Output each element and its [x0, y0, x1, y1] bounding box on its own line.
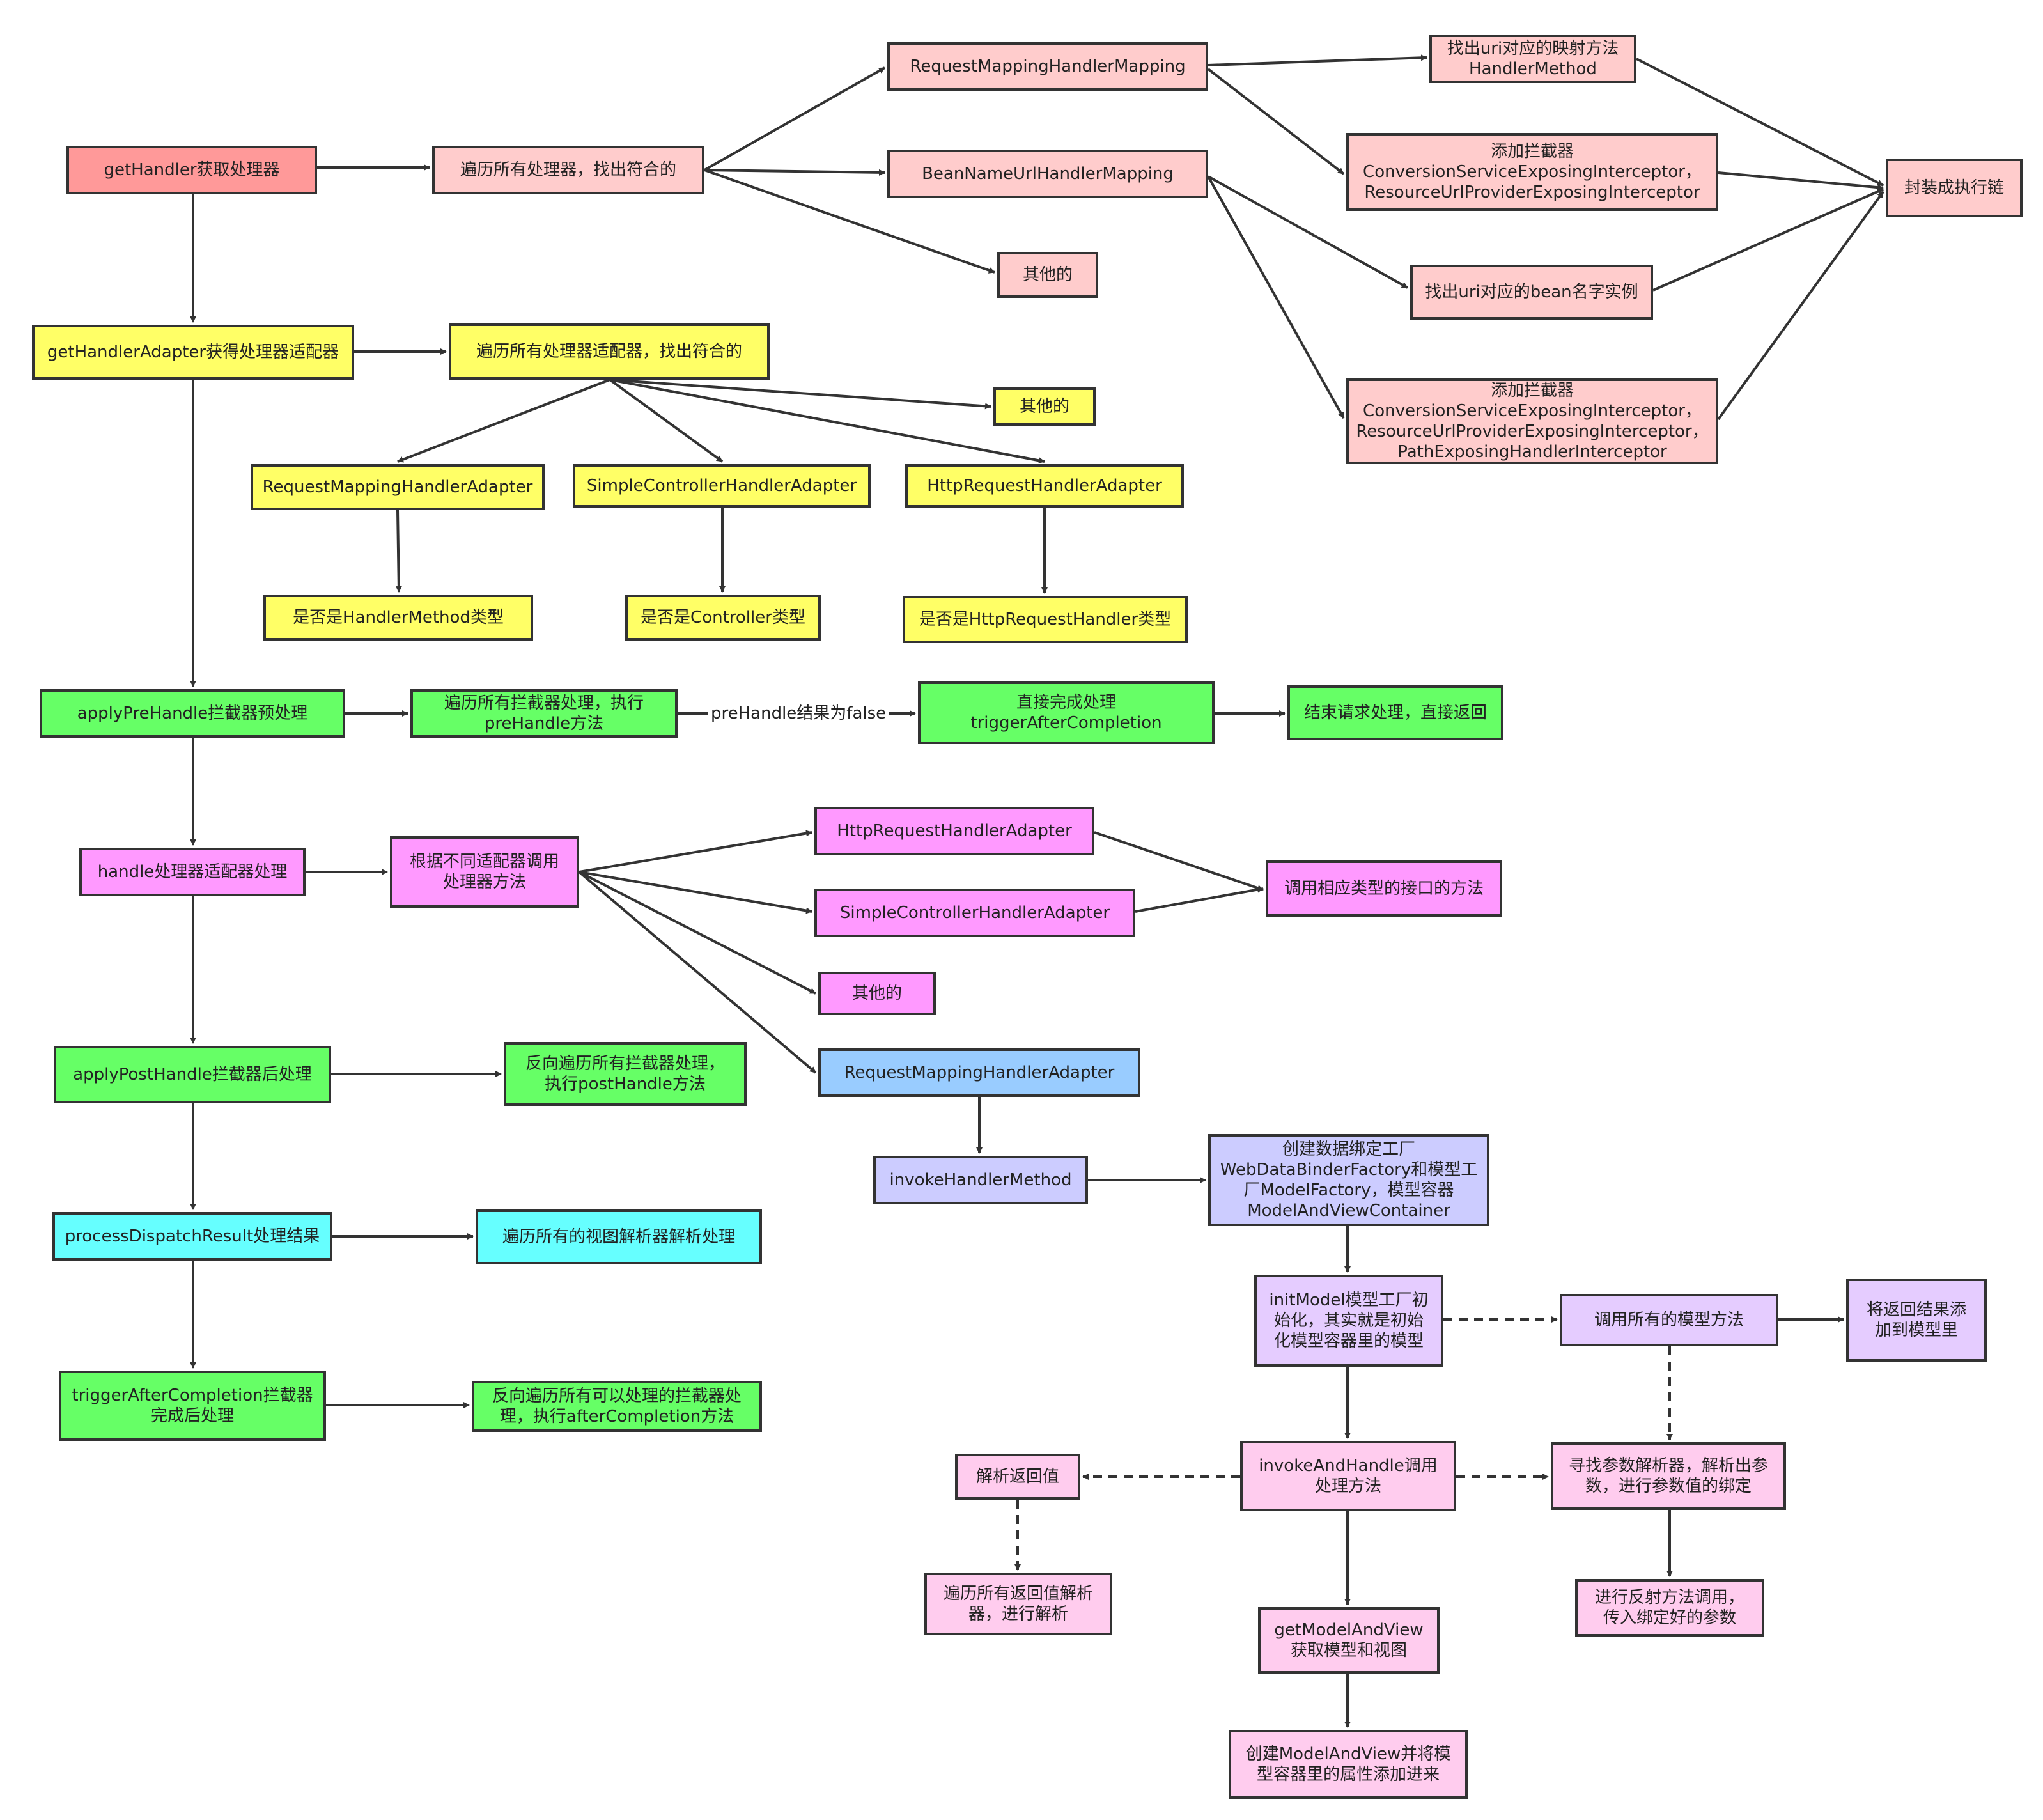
edge-scha-to-call-interface: [1135, 886, 1264, 913]
trigger-after-completion-direct-box: 直接完成处理 triggerAfterCompletion: [918, 681, 1215, 744]
init-model-box: initModel模型工厂初 始化，其实就是初始 化模型容器里的模型: [1254, 1275, 1443, 1367]
edge-bnuhm-to-interceptor-2: [1207, 176, 1345, 419]
others-box-3: 其他的: [818, 972, 936, 1015]
edge-hrha-to-call-interface: [1094, 831, 1264, 891]
get-handler-adapter-box: getHandlerAdapter获得处理器适配器: [32, 325, 354, 380]
invoke-and-handle-box: invokeAndHandle调用 处理方法: [1240, 1441, 1456, 1511]
find-argument-resolver-box: 寻找参数解析器，解析出参 数，进行参数值的绑定: [1551, 1442, 1786, 1510]
edge-find-method-to-chain: [1636, 58, 1884, 187]
call-by-adapter-box: 根据不同适配器调用 处理器方法: [390, 836, 579, 908]
iterate-view-resolvers-box: 遍历所有的视图解析器解析处理: [476, 1209, 762, 1264]
add-interceptor-box-2: 添加拦截器 ConversionServiceExposingIntercept…: [1346, 378, 1718, 464]
get-handler-box: getHandler获取处理器: [66, 146, 317, 194]
edge-call-to-hrha: [579, 830, 812, 873]
simple-controller-handler-adapter-yellow-box: SimpleControllerHandlerAdapter: [573, 464, 871, 508]
edge-iterate-to-bnuhm: [704, 169, 885, 176]
edge-call-to-rmha-blue: [578, 871, 817, 1074]
reflect-call-box: 进行反射方法调用， 传入绑定好的参数: [1575, 1579, 1764, 1637]
handle-adapter-box: handle处理器适配器处理: [79, 848, 306, 896]
iterate-adapters-box: 遍历所有处理器适配器，找出符合的: [449, 323, 770, 380]
edge-rmhm-to-interceptor-1: [1207, 68, 1345, 175]
reverse-after-completion-box: 反向遍历所有可以处理的拦截器处 理，执行afterCompletion方法: [472, 1381, 762, 1432]
edge-call-to-others-3: [579, 871, 816, 995]
edge-iterate-adapters-to-rmha: [397, 378, 610, 463]
request-mapping-handler-mapping-box: RequestMappingHandlerMapping: [887, 42, 1208, 91]
is-http-request-handler-box: 是否是HttpRequestHandler类型: [903, 596, 1188, 643]
edge-find-bean-to-chain: [1652, 188, 1884, 292]
request-mapping-handler-adapter-blue-box: RequestMappingHandlerAdapter: [818, 1048, 1140, 1097]
is-handler-method-box: 是否是HandlerMethod类型: [263, 595, 533, 641]
simple-controller-handler-adapter-magenta-box: SimpleControllerHandlerAdapter: [814, 889, 1135, 937]
add-interceptor-box-1: 添加拦截器 ConversionServiceExposingIntercept…: [1346, 133, 1718, 211]
http-request-handler-adapter-magenta-box: HttpRequestHandlerAdapter: [814, 807, 1094, 855]
edge-iterate-to-others-1: [704, 169, 995, 274]
request-mapping-handler-adapter-yellow-box: RequestMappingHandlerAdapter: [251, 464, 545, 510]
iterate-interceptors-box: 遍历所有拦截器处理，执行 preHandle方法: [410, 689, 678, 738]
edge-interceptor-2-to-chain: [1717, 191, 1884, 421]
others-box-2: 其他的: [993, 387, 1096, 426]
find-handler-method-box: 找出uri对应的映射方法 HandlerMethod: [1429, 35, 1636, 83]
http-request-handler-adapter-yellow-box: HttpRequestHandlerAdapter: [905, 464, 1184, 508]
call-model-methods-box: 调用所有的模型方法: [1560, 1294, 1778, 1346]
add-to-model-box: 将返回结果添 加到模型里: [1846, 1279, 1987, 1362]
edge-iterate-adapters-to-scha: [609, 378, 724, 463]
call-interface-method-box: 调用相应类型的接口的方法: [1266, 860, 1502, 917]
edge-rmha-to-is-handler-method: [395, 509, 402, 593]
edge-iterate-to-rmhm: [704, 66, 885, 171]
edge-rmhm-to-find-method: [1208, 54, 1427, 66]
edge-interceptor-1-to-chain: [1718, 171, 1884, 191]
find-bean-instance-box: 找出uri对应的bean名字实例: [1410, 265, 1653, 320]
parse-return-value-box: 解析返回值: [955, 1454, 1080, 1500]
edge-iterate-adapters-to-hrha: [609, 378, 1045, 464]
end-request-box: 结束请求处理，直接返回: [1287, 685, 1503, 740]
bean-name-url-handler-mapping-box: BeanNameUrlHandlerMapping: [887, 150, 1208, 198]
iterate-handlers-box: 遍历所有处理器，找出符合的: [432, 146, 704, 194]
invoke-handler-method-box: invokeHandlerMethod: [873, 1156, 1088, 1204]
reverse-posthandle-box: 反向遍历所有拦截器处理， 执行postHandle方法: [504, 1042, 747, 1106]
trigger-after-completion-box: triggerAfterCompletion拦截器 完成后处理: [59, 1371, 326, 1441]
get-model-and-view-box: getModelAndView 获取模型和视图: [1258, 1607, 1440, 1674]
process-dispatch-result-box: processDispatchResult处理结果: [52, 1212, 332, 1261]
prehandle-false-label: preHandle结果为false: [708, 703, 889, 724]
edge-bnuhm-to-find-bean: [1208, 175, 1408, 289]
create-binder-factory-box: 创建数据绑定工厂 WebDataBinderFactory和模型工 厂Model…: [1208, 1134, 1489, 1226]
others-box-1: 其他的: [997, 252, 1098, 298]
apply-posthandle-box: applyPostHandle拦截器后处理: [54, 1046, 331, 1103]
edge-call-to-scha: [579, 871, 812, 914]
is-controller-box: 是否是Controller类型: [625, 595, 821, 641]
wrap-execution-chain-box: 封装成执行链: [1886, 159, 2023, 217]
edge-iterate-adapters-to-others-2: [609, 378, 991, 410]
apply-prehandle-box: applyPreHandle拦截器预处理: [40, 689, 345, 738]
iterate-return-resolvers-box: 遍历所有返回值解析 器，进行解析: [924, 1573, 1112, 1635]
create-model-and-view-box: 创建ModelAndView并将模 型容器里的属性添加进来: [1229, 1730, 1468, 1799]
